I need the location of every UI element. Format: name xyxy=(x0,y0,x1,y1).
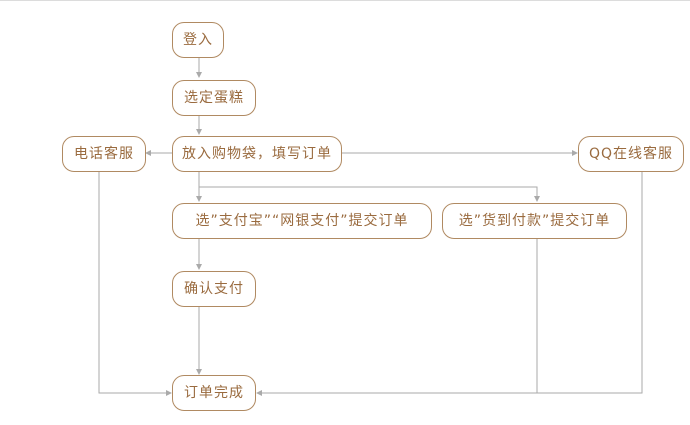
node-login: 登入 xyxy=(172,22,224,58)
node-alipay-submit: 选”支付宝”“网银支付”提交订单 xyxy=(172,203,432,239)
node-phone-service: 电话客服 xyxy=(62,136,146,172)
top-divider xyxy=(0,0,690,1)
node-add-to-bag: 放入购物袋，填写订单 xyxy=(172,136,342,172)
edge-phone-to-complete xyxy=(98,172,172,396)
node-order-complete: 订单完成 xyxy=(172,375,256,411)
edge-qq-to-complete xyxy=(256,172,643,396)
edge-bag-to-cod xyxy=(199,186,540,202)
node-select-cake: 选定蛋糕 xyxy=(172,80,256,116)
node-cod-submit: 选”货到付款”提交订单 xyxy=(442,203,627,239)
node-qq-service: QQ在线客服 xyxy=(578,136,684,172)
node-confirm-payment: 确认支付 xyxy=(172,271,256,307)
